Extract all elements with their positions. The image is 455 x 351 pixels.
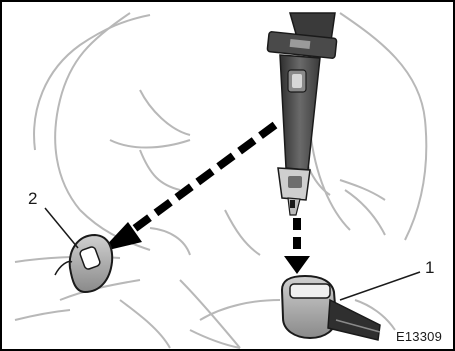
buckle-1: [282, 276, 380, 340]
arrow-to-buckle-1: [284, 218, 310, 274]
callout-1-leader: [340, 272, 420, 300]
figure-code: E13309: [396, 330, 453, 343]
buckle-1-strap: [328, 300, 380, 340]
callout-label-1: 1: [425, 259, 434, 276]
callout-label-2: 2: [28, 190, 37, 207]
callout-2-leader: [45, 208, 78, 248]
buckle-2: [55, 235, 112, 292]
shoulder-belt: [267, 13, 337, 215]
arrow-to-buckle-2: [100, 125, 275, 252]
